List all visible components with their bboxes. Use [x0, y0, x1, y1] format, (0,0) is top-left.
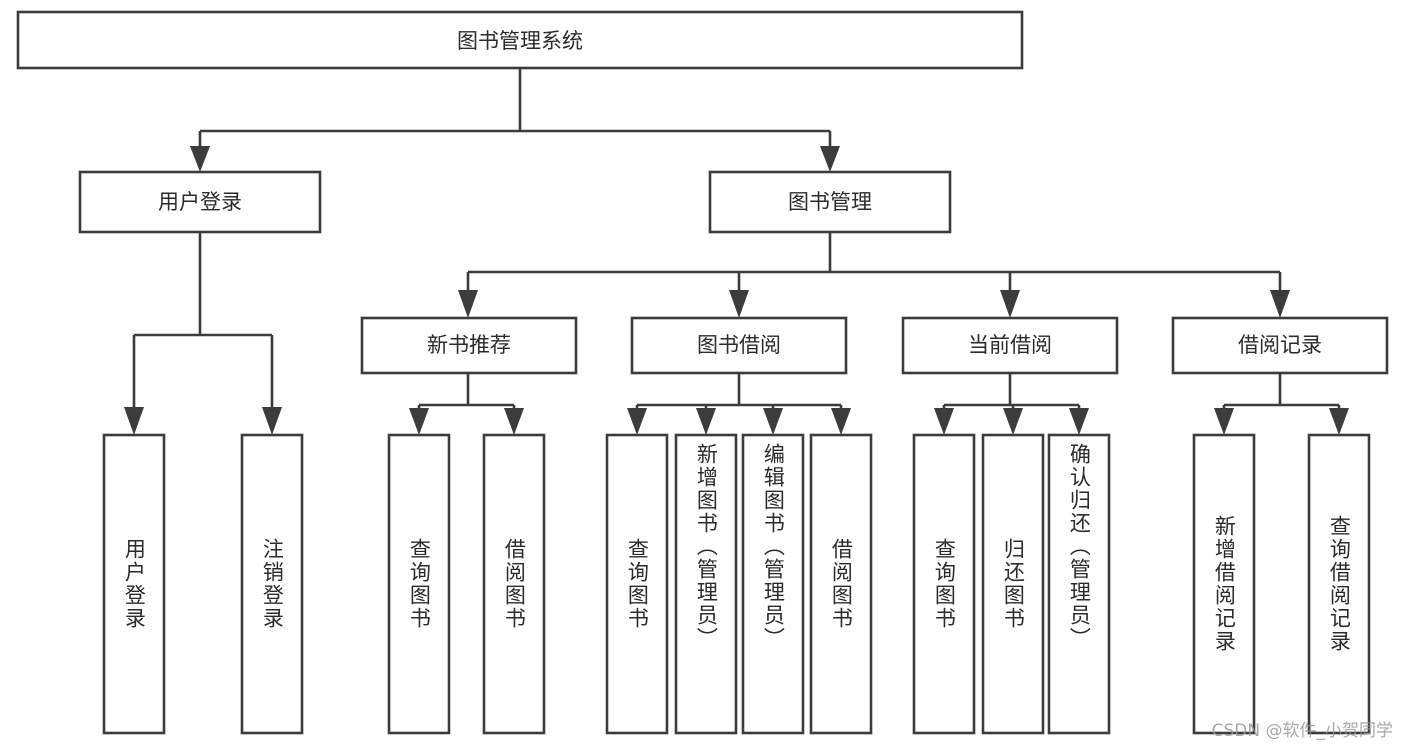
leaf-box-query-book-current[interactable] — [912, 433, 976, 735]
arrow-book-borrow-leaf-1 — [627, 408, 647, 435]
arrow-book-borrow-leaf-4 — [831, 408, 851, 435]
leaf-box-add-book-admin[interactable] — [674, 433, 738, 735]
leaf-box-add-borrow-record[interactable] — [1192, 433, 1256, 735]
arrow-user-login-leaf-2 — [262, 407, 282, 435]
arrow-root-to-user-login — [190, 146, 210, 172]
leaf-box-query-book-recommend[interactable] — [387, 433, 451, 735]
leaf-box-confirm-return-admin[interactable] — [1047, 433, 1111, 735]
node-current-borrow[interactable]: 当前借阅 — [901, 316, 1119, 375]
node-new-book-recommend-label: 新书推荐 — [427, 333, 511, 357]
leaf-box-return-book[interactable] — [981, 433, 1045, 735]
node-book-manage-box[interactable] — [708, 170, 952, 234]
arrow-current-borrow-leaf-1 — [934, 408, 954, 435]
node-root-box[interactable] — [16, 10, 1024, 70]
node-book-manage[interactable]: 图书管理 — [708, 170, 952, 234]
node-book-manage-label: 图书管理 — [788, 190, 872, 214]
arrow-user-login-leaf-1 — [124, 407, 144, 435]
node-user-login-box[interactable] — [78, 170, 322, 234]
arrow-book-manage-to-record — [1270, 290, 1290, 318]
leaf-box-edit-book-admin[interactable] — [741, 433, 805, 735]
node-user-login[interactable]: 用户登录 — [78, 170, 322, 234]
arrow-new-book-leaf-1 — [409, 408, 429, 435]
node-borrow-record-label: 借阅记录 — [1238, 333, 1322, 357]
node-root-label: 图书管理系统 — [457, 29, 583, 53]
arrow-current-borrow-leaf-2 — [1003, 408, 1023, 435]
arrow-new-book-leaf-2 — [504, 408, 524, 435]
arrow-current-borrow-leaf-3 — [1069, 408, 1089, 435]
node-book-borrow[interactable]: 图书借阅 — [630, 316, 848, 375]
arrow-borrow-record-leaf-1 — [1214, 408, 1234, 435]
arrow-book-borrow-leaf-3 — [763, 408, 783, 435]
leaf-box-borrow-book[interactable] — [809, 433, 873, 735]
arrow-book-manage-to-borrow — [729, 290, 749, 318]
leaf-box-user-login[interactable] — [102, 433, 166, 735]
node-root[interactable]: 图书管理系统 — [16, 10, 1024, 70]
connector-group — [124, 68, 1349, 435]
node-book-borrow-label: 图书借阅 — [697, 333, 781, 357]
arrow-book-borrow-leaf-2 — [696, 408, 716, 435]
node-new-book-recommend[interactable]: 新书推荐 — [360, 316, 578, 375]
arrow-book-manage-to-new-book — [458, 290, 478, 318]
node-user-login-label: 用户登录 — [158, 190, 242, 214]
node-borrow-record[interactable]: 借阅记录 — [1171, 316, 1389, 375]
arrow-book-manage-to-current — [1000, 290, 1020, 318]
leaf-box-query-book-borrow[interactable] — [605, 433, 669, 735]
node-current-borrow-box[interactable] — [901, 316, 1119, 375]
leaf-box-logout[interactable] — [240, 433, 304, 735]
leaf-box-borrow-book-recommend[interactable] — [482, 433, 546, 735]
node-book-borrow-box[interactable] — [630, 316, 848, 375]
node-new-book-recommend-box[interactable] — [360, 316, 578, 375]
arrow-root-to-book-manage — [820, 146, 840, 172]
arrow-borrow-record-leaf-2 — [1329, 408, 1349, 435]
node-current-borrow-label: 当前借阅 — [968, 333, 1052, 357]
leaf-box-query-borrow-record[interactable] — [1307, 433, 1371, 735]
node-borrow-record-box[interactable] — [1171, 316, 1389, 375]
